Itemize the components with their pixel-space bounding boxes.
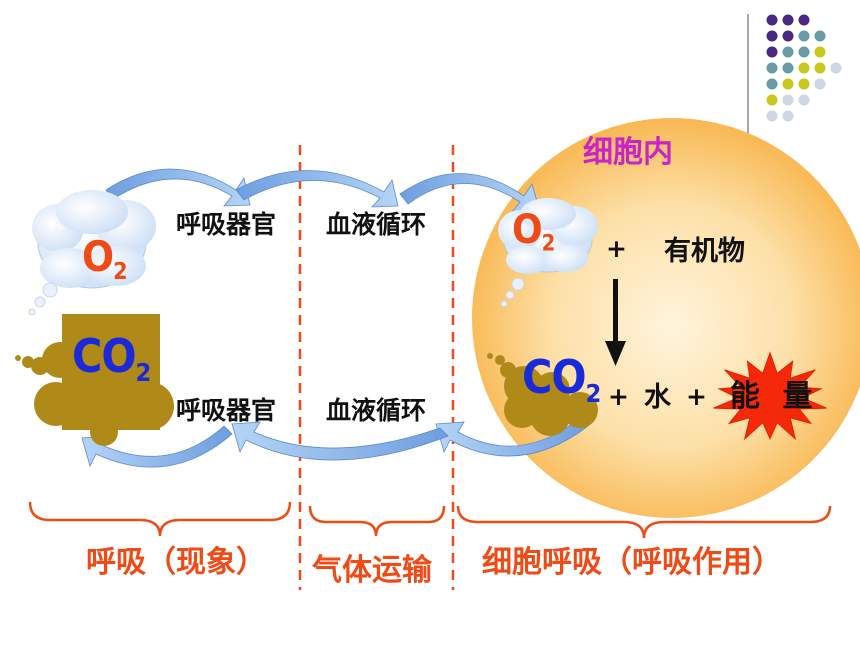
decorative-dot — [798, 30, 810, 42]
cell-o2-sub: 2 — [541, 231, 556, 257]
reaction-plus-1: + — [606, 234, 627, 263]
decorative-dot — [782, 94, 794, 106]
decorative-dot — [814, 46, 826, 58]
decorative-dot — [782, 46, 794, 58]
top-mid-label: 血液循环 — [326, 210, 427, 239]
brace-cell-respiration — [456, 505, 832, 539]
cell-title: 细胞内 — [583, 135, 673, 170]
decorative-dot — [814, 30, 826, 42]
brace-respiration — [28, 501, 292, 537]
brace-transport — [308, 505, 446, 537]
top-left-label: 呼吸器官 — [176, 210, 277, 239]
section-label-respiration: 呼吸（现象） — [86, 545, 266, 580]
bottom-mid-label: 血液循环 — [326, 396, 427, 425]
decorative-dot — [814, 78, 826, 90]
decorative-dot — [798, 46, 810, 58]
cell-body — [472, 118, 860, 518]
reactant-organic-matter: 有机物 — [664, 236, 745, 267]
decorative-dot — [798, 94, 810, 106]
cell-o2-main: O — [512, 207, 543, 253]
cell-co2-formula: CO2 — [522, 354, 602, 408]
decorative-dot — [766, 110, 778, 122]
reaction-plus-3: + — [686, 382, 707, 411]
decorative-dot — [766, 78, 778, 90]
decorative-dot — [814, 62, 826, 74]
decorative-dot — [782, 110, 794, 122]
decorative-dot — [766, 62, 778, 74]
cell-co2-sub: 2 — [585, 378, 602, 408]
bottom-arrow-2 — [231, 421, 449, 461]
decorative-dot — [782, 78, 794, 90]
decorative-dot — [766, 46, 778, 58]
energy-burst — [713, 351, 827, 441]
cell-o2-cloud — [498, 198, 598, 308]
decorative-dot — [798, 14, 810, 26]
outside-o2-formula: O2 — [82, 236, 128, 286]
outside-co2-formula: CO2 — [72, 333, 152, 387]
outside-o2-cloud — [28, 190, 156, 316]
decorative-dot — [766, 30, 778, 42]
decorative-dot — [766, 94, 778, 106]
cell-o2-formula: O2 — [512, 207, 556, 257]
top-arrow-1 — [105, 168, 251, 207]
reaction-plus-2: + — [608, 382, 629, 411]
decorative-dot — [830, 62, 842, 74]
decorative-dot — [766, 14, 778, 26]
decorative-dot — [782, 14, 794, 26]
reaction-down-arrow — [605, 279, 626, 366]
top-arrow-2 — [235, 170, 399, 208]
decorative-dot — [798, 78, 810, 90]
product-energy: 能 量 — [730, 379, 819, 414]
decorative-dot — [782, 62, 794, 74]
outside-co2-sub: 2 — [135, 357, 152, 387]
cell-co2-main: CO — [522, 350, 587, 404]
product-water: 水 — [644, 382, 671, 413]
outside-co2-tissue — [15, 314, 174, 446]
outside-o2-sub: 2 — [113, 259, 128, 286]
bottom-left-label: 呼吸器官 — [176, 396, 277, 425]
cell-co2-tissue — [487, 353, 598, 436]
section-label-cell-respiration: 细胞呼吸（呼吸作用） — [482, 545, 782, 580]
outside-co2-main: CO — [72, 329, 137, 383]
bottom-arrow-1 — [81, 425, 233, 468]
decorative-dot-grid — [766, 14, 842, 122]
bottom-arrow-3 — [435, 417, 589, 457]
outside-o2-main: O — [82, 232, 114, 281]
section-label-gas-transport: 气体运输 — [312, 553, 432, 588]
decorative-dot — [798, 62, 810, 74]
decorative-dot — [782, 30, 794, 42]
